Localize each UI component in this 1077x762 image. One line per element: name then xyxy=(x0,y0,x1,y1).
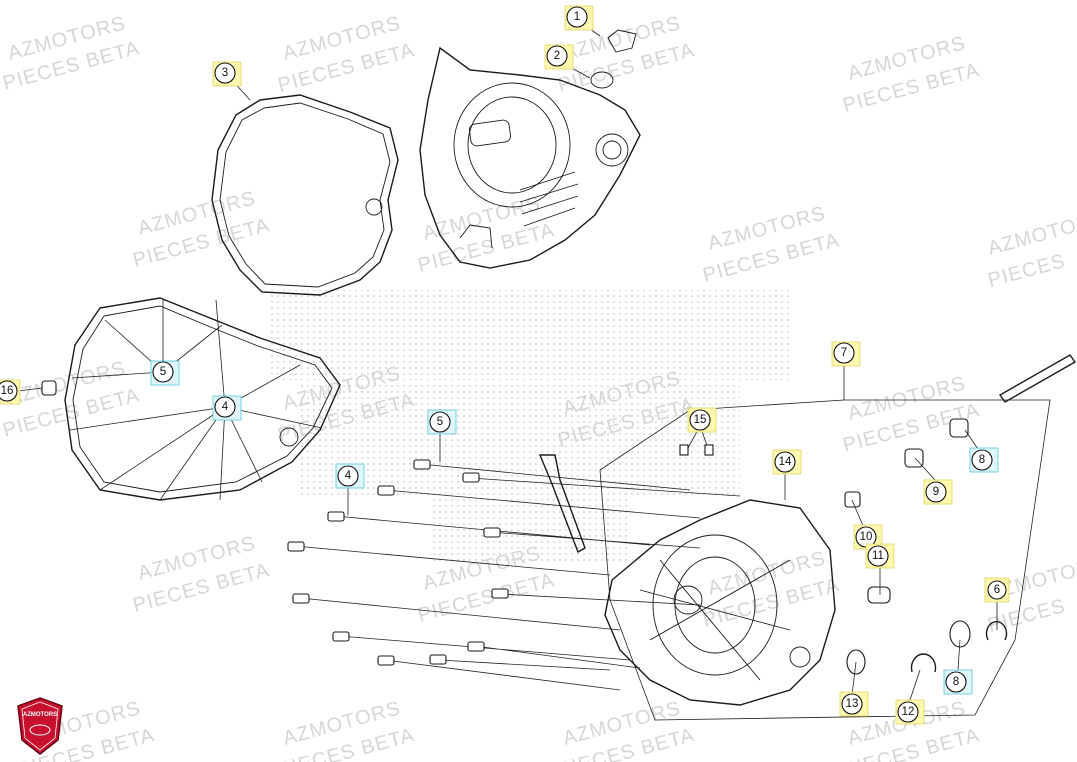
gasket-lower xyxy=(64,297,341,501)
svg-text:AZMOTORS: AZMOTORS xyxy=(23,712,57,718)
callout-14: 14 xyxy=(772,449,802,475)
svg-text:2: 2 xyxy=(554,50,560,62)
svg-text:5: 5 xyxy=(437,416,443,428)
callout-4-left: 4 xyxy=(212,395,242,421)
svg-text:3: 3 xyxy=(222,67,228,79)
callout-7: 7 xyxy=(831,341,861,367)
callout-12: 12 xyxy=(895,699,925,725)
callout-9: 9 xyxy=(923,479,953,505)
azmotors-logo: AZMOTORS xyxy=(17,697,63,755)
shaft-assembly xyxy=(844,354,1077,675)
svg-text:8: 8 xyxy=(979,454,985,466)
callout-8-upper: 8 xyxy=(969,447,999,473)
svg-text:4: 4 xyxy=(345,470,352,482)
svg-text:9: 9 xyxy=(933,486,939,498)
clutch-cover-upper xyxy=(419,29,641,269)
svg-text:12: 12 xyxy=(902,706,915,718)
leaders-gasket xyxy=(69,299,323,501)
callout-11: 11 xyxy=(865,543,895,569)
callout-3: 3 xyxy=(212,61,242,87)
callout-16: 16 xyxy=(0,379,21,405)
svg-text:5: 5 xyxy=(160,366,166,378)
callout-1: 1 xyxy=(564,5,594,31)
svg-text:4: 4 xyxy=(222,401,229,413)
svg-text:8: 8 xyxy=(953,676,959,688)
callout-13: 13 xyxy=(839,691,869,717)
svg-text:7: 7 xyxy=(841,347,847,359)
svg-text:AZMOTORS: AZMOTORS xyxy=(986,207,1077,260)
callout-6: 6 xyxy=(984,577,1010,603)
callout-15: 15 xyxy=(687,407,717,433)
callout-4-right: 4 xyxy=(335,463,365,489)
callout-2: 2 xyxy=(544,44,574,70)
svg-text:1: 1 xyxy=(574,11,580,23)
background-dot-field xyxy=(270,290,790,565)
svg-text:13: 13 xyxy=(846,698,859,710)
bolts-lower xyxy=(287,444,741,691)
svg-text:14: 14 xyxy=(779,456,792,468)
gasket-upper xyxy=(211,94,399,296)
bolt-16 xyxy=(17,380,57,396)
svg-text:11: 11 xyxy=(872,550,884,562)
callout-8-lower: 8 xyxy=(943,669,973,695)
svg-text:10: 10 xyxy=(860,531,873,543)
svg-text:16: 16 xyxy=(1,385,14,397)
svg-text:15: 15 xyxy=(694,414,707,426)
svg-text:6: 6 xyxy=(994,584,1000,596)
callout-5-left: 5 xyxy=(150,360,180,386)
callout-5-right: 5 xyxy=(427,409,457,435)
callout-10: 10 xyxy=(853,524,883,550)
